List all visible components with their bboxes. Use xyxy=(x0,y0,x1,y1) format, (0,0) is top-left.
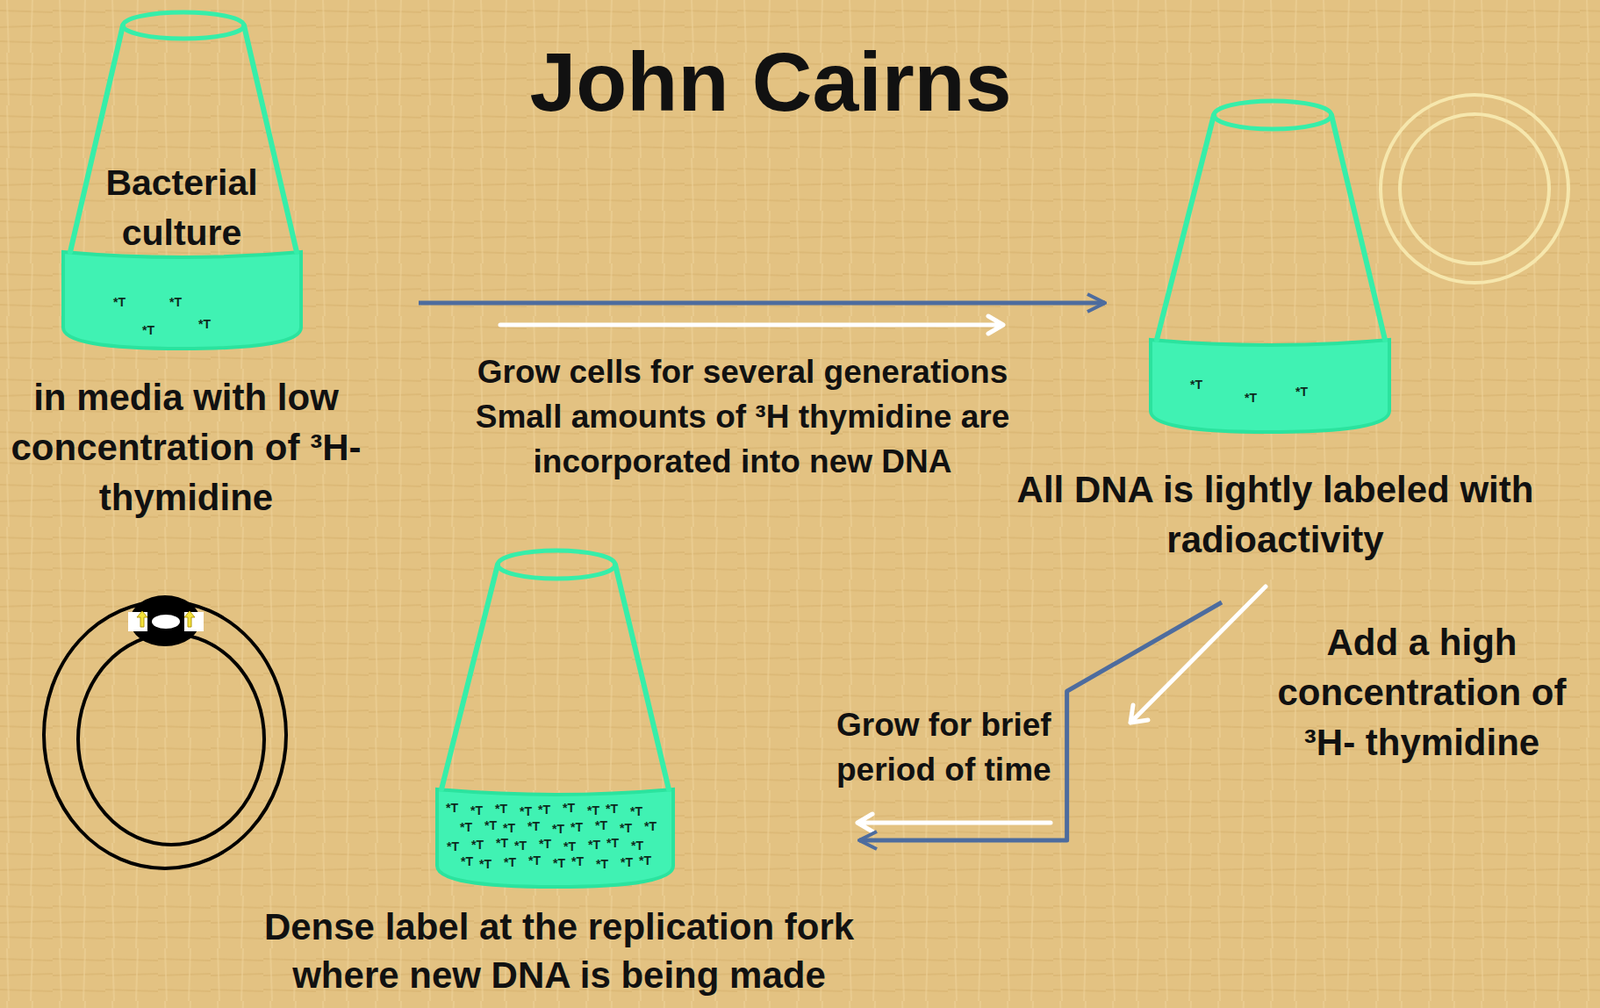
thymidine-mark: *T xyxy=(502,821,516,834)
thymidine-mark: *T xyxy=(563,839,576,853)
thymidine-mark: *T xyxy=(570,820,583,833)
thymidine-mark: *T xyxy=(142,323,155,337)
thymidine-mark: *T xyxy=(1295,385,1308,398)
thymidine-mark: *T xyxy=(631,839,644,852)
flask-caption: All DNA is lightly labeled with radioact… xyxy=(994,464,1557,565)
thymidine-mark: *T xyxy=(470,803,483,817)
fork-arrow xyxy=(184,610,195,627)
flask-neck xyxy=(1213,100,1332,130)
culture-flask: Bacterial culturein media with low conce… xyxy=(10,8,419,523)
thymidine-mark: *T xyxy=(527,819,540,833)
step-label: Add a high concentration of ³H- thymidin… xyxy=(1253,617,1591,768)
thymidine-mark: *T xyxy=(552,856,566,869)
thymidine-mark: *T xyxy=(460,854,474,868)
culture-flask: All DNA is lightly labeled with radioact… xyxy=(1104,96,1405,603)
thymidine-mark: *T xyxy=(562,801,575,814)
thymidine-mark: *T xyxy=(514,839,527,852)
thymidine-mark: *T xyxy=(1244,391,1257,404)
thymidine-mark: *T xyxy=(528,853,541,867)
thymidine-mark: *T xyxy=(503,855,517,869)
thymidine-mark: *T xyxy=(198,317,211,331)
flask-drawing xyxy=(437,550,674,887)
flask-wall xyxy=(1156,114,1385,340)
thymidine-mark: *T xyxy=(587,803,600,817)
thymidine-mark: *T xyxy=(1190,378,1203,391)
thymidine-mark: *T xyxy=(445,801,459,814)
thymidine-mark: *T xyxy=(495,836,509,849)
thymidine-mark: *T xyxy=(606,836,619,849)
page-title: John Cairns xyxy=(530,40,1012,124)
flask-label: Bacterial culture xyxy=(85,157,280,259)
flask-caption: in media with low concentration of ³H- t… xyxy=(0,372,373,523)
thymidine-mark: *T xyxy=(446,839,460,853)
flask-drawing xyxy=(63,12,302,349)
culture-flask: Dense label at the replication fork wher… xyxy=(219,544,860,1001)
culture-liquid xyxy=(437,789,674,887)
replication-bubble xyxy=(129,595,201,646)
thymidine-mark: *T xyxy=(538,837,552,850)
flask-wall xyxy=(441,564,669,790)
flask-neck xyxy=(122,12,244,39)
thymidine-mark: *T xyxy=(638,853,652,867)
thymidine-mark: *T xyxy=(630,804,643,818)
thymidine-mark: *T xyxy=(588,838,601,851)
culture-liquid xyxy=(63,251,302,349)
replicating-chromosome xyxy=(43,595,287,869)
thymidine-mark: *T xyxy=(644,819,657,833)
thymidine-mark: *T xyxy=(620,855,633,869)
thymidine-mark: *T xyxy=(538,803,551,816)
thymidine-mark: *T xyxy=(552,822,565,835)
thymidine-mark: *T xyxy=(571,854,584,868)
thymidine-mark: *T xyxy=(484,818,497,832)
plasmid-circle-pale xyxy=(1380,94,1569,283)
thymidine-mark: *T xyxy=(495,802,508,815)
flask-caption: Dense label at the replication fork wher… xyxy=(212,902,906,999)
thymidine-mark: *T xyxy=(169,295,182,309)
fork-arrow xyxy=(136,610,148,627)
thymidine-mark: *T xyxy=(519,804,532,818)
step-label: Grow for brief period of time xyxy=(836,702,1092,792)
thymidine-mark: *T xyxy=(113,295,126,309)
edge-label: Grow cells for several generations Small… xyxy=(435,349,1050,484)
flask-neck xyxy=(497,550,616,579)
thymidine-mark: *T xyxy=(471,838,484,851)
thymidine-mark: *T xyxy=(459,820,473,833)
process-arrow xyxy=(418,301,1105,306)
thymidine-mark: *T xyxy=(479,857,492,870)
flask-drawing xyxy=(1150,100,1390,432)
culture-liquid xyxy=(1150,339,1390,432)
thymidine-mark: *T xyxy=(595,857,609,870)
thymidine-mark: *T xyxy=(595,818,608,832)
thymidine-mark: *T xyxy=(619,821,632,834)
thymidine-mark: *T xyxy=(605,802,618,815)
